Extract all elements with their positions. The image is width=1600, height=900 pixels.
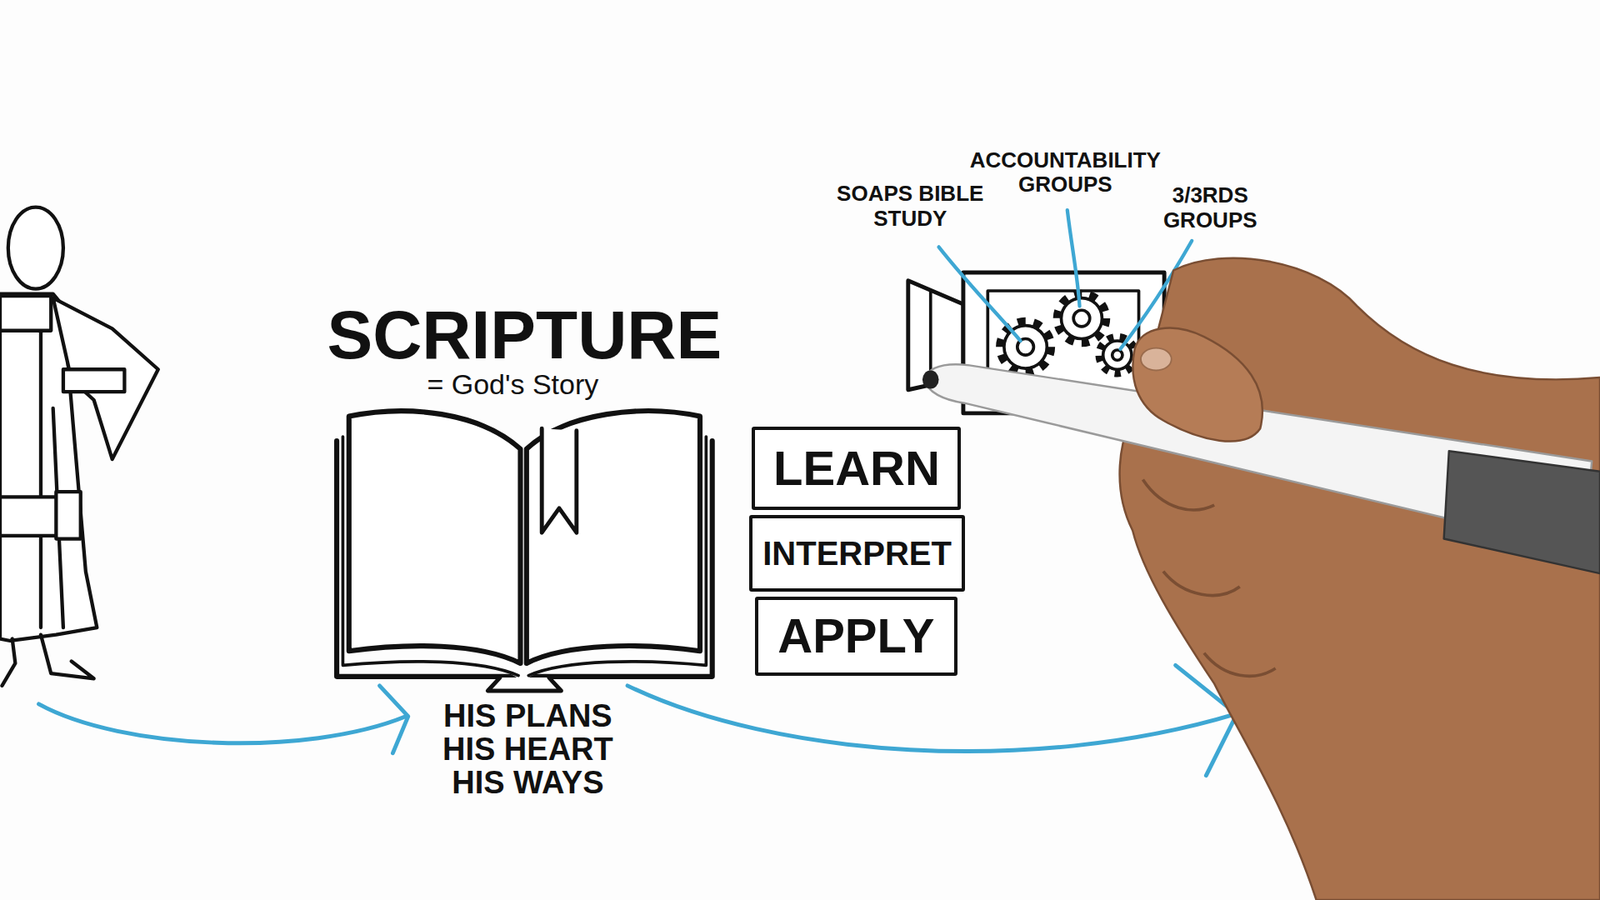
step-box: APPLY (755, 596, 957, 675)
step-label: APPLY (777, 611, 935, 660)
hand-with-marker (922, 258, 1600, 900)
flow-arrow (39, 665, 1238, 775)
step-label: LEARN (773, 444, 940, 493)
step-label: INTERPRET (762, 536, 952, 570)
subtitle-text: = God's Story (315, 369, 711, 400)
gear (1000, 321, 1051, 373)
step-box: INTERPRET (749, 515, 965, 592)
open-book (336, 410, 713, 691)
gear (1057, 294, 1107, 344)
gear (1099, 336, 1136, 374)
scripture-book: SCRIPTURE= God's StoryHIS PLANS HIS HEAR… (326, 295, 723, 816)
callout-label: ACCOUNTABILITY GROUPS (952, 148, 1178, 199)
callout-label: SOAPS BIBLE STUDY (826, 181, 994, 232)
body-text: HIS PLANS HIS HEART HIS WAYS (423, 700, 632, 800)
leader-line (939, 210, 1193, 350)
step-box: LEARN (751, 426, 961, 510)
robed-figure (0, 207, 159, 686)
callout-label: 3/3RDS GROUPS (1155, 183, 1265, 234)
heading-text: SCRIPTURE (326, 300, 723, 370)
